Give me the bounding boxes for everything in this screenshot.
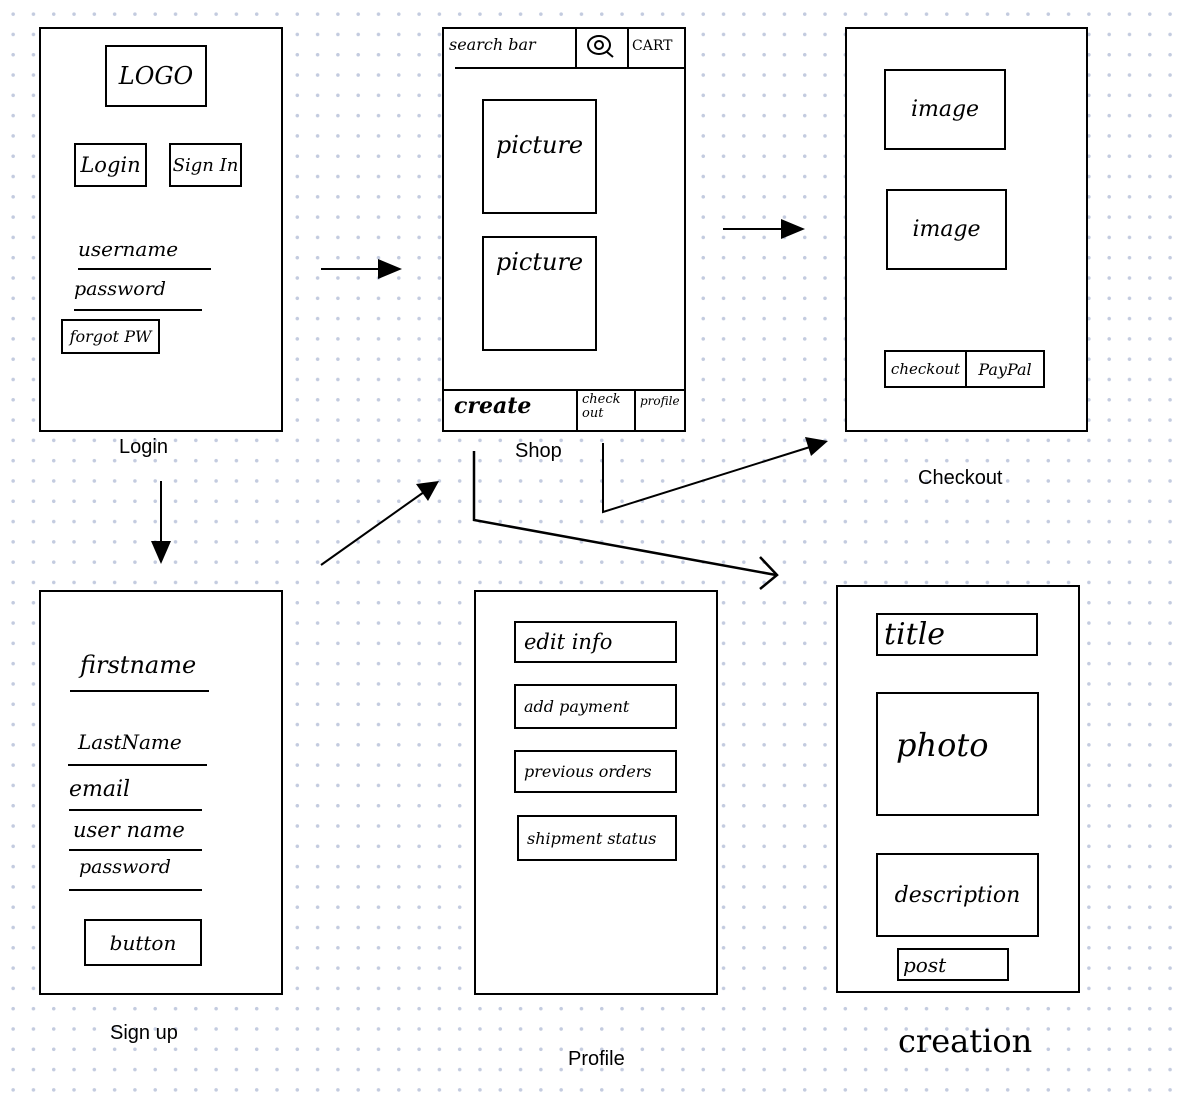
password-field[interactable]: password [69, 856, 202, 891]
checkout-caption: Checkout [918, 467, 1003, 489]
creation-caption: creation [898, 1022, 1033, 1060]
signup-submit-button[interactable]: button [84, 919, 202, 966]
description-field[interactable]: description [876, 853, 1039, 937]
login-button[interactable]: Login [74, 143, 147, 187]
checkout-tab[interactable]: check out [582, 392, 621, 421]
logo-box: LOGO [105, 45, 207, 107]
forgot-password-button[interactable]: forgot PW [61, 319, 160, 354]
search-divider [575, 28, 577, 68]
lastname-field[interactable]: LastName [68, 730, 207, 766]
search-icon[interactable] [585, 33, 615, 59]
add-payment-button[interactable]: add payment [514, 684, 677, 729]
profile-tab[interactable]: profile [640, 394, 680, 408]
login-caption: Login [119, 436, 168, 458]
shop-caption: Shop [515, 440, 562, 462]
signup-caption: Sign up [110, 1022, 178, 1044]
paypal-button[interactable]: PayPal [965, 350, 1045, 388]
checkout-button[interactable]: checkout [884, 350, 967, 388]
search-input[interactable] [455, 67, 685, 69]
create-tab-divider [576, 390, 578, 430]
username-field[interactable]: username [78, 237, 211, 270]
product-picture[interactable]: picture [482, 236, 597, 351]
cart-divider [627, 28, 629, 68]
search-bar-label: search bar [449, 35, 536, 54]
shop-screen-frame [442, 27, 686, 432]
sign-in-button[interactable]: Sign In [169, 143, 242, 187]
product-image: image [886, 189, 1007, 270]
bottom-nav-divider [443, 389, 685, 391]
create-tab[interactable]: create [454, 393, 532, 419]
username-field[interactable]: user name [69, 818, 202, 851]
shipment-status-button[interactable]: shipment status [517, 815, 677, 861]
photo-box[interactable]: photo [876, 692, 1039, 816]
profile-caption: Profile [568, 1048, 625, 1070]
product-picture[interactable]: picture [482, 99, 597, 214]
title-field[interactable]: title [876, 613, 1038, 656]
firstname-field[interactable]: firstname [70, 651, 209, 692]
checkout-tab-divider [634, 390, 636, 430]
password-field[interactable]: password [74, 278, 202, 311]
email-field[interactable]: email [69, 777, 202, 811]
cart-button[interactable]: CART [632, 38, 673, 54]
product-image: image [884, 69, 1006, 150]
post-button[interactable]: post [897, 948, 1009, 981]
edit-info-button[interactable]: edit info [514, 621, 677, 663]
previous-orders-button[interactable]: previous orders [514, 750, 677, 793]
